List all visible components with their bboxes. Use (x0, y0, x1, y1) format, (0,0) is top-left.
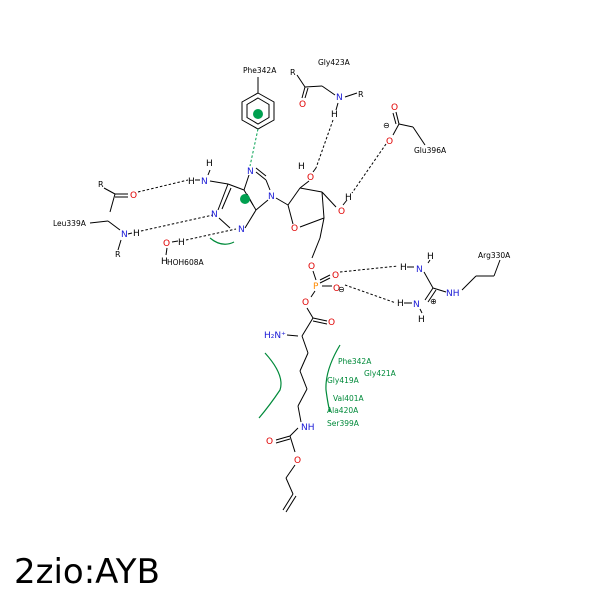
atom-o: O (291, 224, 298, 234)
residue-label-gly419: Gly419A (327, 376, 360, 385)
atom-n: N (211, 210, 218, 220)
atom-h: H (206, 159, 213, 169)
atom-o: O (307, 173, 314, 183)
phosphate-group: P O O ⊖ O (302, 265, 399, 319)
residue-label-hoh608: HOH608A (167, 258, 204, 267)
atom-o: O (391, 103, 398, 113)
residue-label-glu396: Glu396A (414, 146, 447, 155)
residue-label-phe342-top: Phe342A (243, 66, 277, 75)
hydrophobic-arc-hoh (209, 237, 235, 245)
pi-centroid-adenine (240, 194, 250, 204)
amino-acid-chain: O H₂N⁺ NH O O (264, 317, 335, 513)
pi-centroid (253, 109, 263, 119)
glu396-residue: O ⊖ O Glu396A (351, 103, 447, 194)
hbond-leu339-n (140, 214, 214, 232)
diagram-caption: 2zio:AYB (14, 552, 160, 592)
hbond-arg330-a (339, 265, 399, 273)
hbond-arg330-b (344, 284, 397, 304)
gly423-residue: Gly423A R O N R H (290, 58, 364, 169)
r-group: R (98, 180, 104, 189)
charge-plus: ⊕ (430, 297, 437, 306)
atom-h: H (427, 252, 434, 262)
hbond-hoh608 (185, 228, 237, 241)
atom-h: H (418, 315, 425, 325)
atom-o: O (294, 456, 301, 466)
atom-n: N (413, 300, 420, 310)
residue-label-val401: Val401A (333, 394, 365, 403)
atom-o: O (266, 437, 273, 447)
atom-h: H (331, 110, 338, 120)
r-group: R (290, 68, 296, 77)
atom-o: O (163, 239, 170, 249)
hbond-gly423 (315, 119, 334, 169)
atom-n: N (201, 177, 208, 187)
adenine-ring: H H N N N N N (188, 159, 289, 235)
atom-h: H (400, 263, 407, 273)
residue-label-ser399: Ser399A (327, 419, 360, 428)
residue-label-arg330: Arg330A (478, 251, 511, 260)
atom-nh: NH (301, 423, 315, 433)
residue-label-phe342-pocket: Phe342A (338, 357, 372, 366)
hydrophobic-arc-left (258, 352, 282, 419)
atom-o: O (338, 207, 345, 217)
arg330-residue: H H N NH Arg330A H N H ⊕ (397, 251, 511, 325)
ribose-ring: O O H O H O (287, 162, 352, 281)
atom-h: H (298, 162, 305, 172)
charge-minus: ⊖ (383, 121, 390, 130)
atom-o: O (333, 284, 340, 294)
residue-label-gly421: Gly421A (364, 369, 397, 378)
atom-h: H (345, 193, 352, 203)
residue-label-gly423: Gly423A (318, 58, 351, 67)
atom-h: H (133, 229, 140, 239)
phe342-top-residue: Phe342A (241, 66, 277, 167)
atom-h: H (397, 299, 404, 309)
r-group: R (115, 250, 121, 259)
residue-label-leu339: Leu339A (53, 219, 87, 228)
atom-o: O (130, 191, 137, 201)
charge-minus: ⊖ (338, 285, 345, 294)
atom-n: N (336, 93, 343, 103)
atom-h: H (178, 238, 185, 248)
atom-nh: NH (446, 289, 460, 299)
hbond-glu396 (351, 143, 387, 194)
atom-o: O (386, 137, 393, 147)
atom-o: O (332, 271, 339, 281)
pocket-residues: Phe342A Gly421A Gly419A Val401A Ala420A … (327, 357, 397, 428)
amine-plus: H₂N⁺ (264, 331, 286, 341)
leu339-residue: R O Leu339A N R H (53, 179, 214, 259)
hbond-leu339-o (137, 179, 189, 193)
atom-n: N (416, 265, 423, 275)
hoh608-water: O H H HOH608A (161, 228, 237, 267)
atom-n: N (121, 230, 128, 240)
atom-o: O (308, 262, 315, 272)
hydrophobic-arc-right (325, 344, 341, 413)
atom-p: P (313, 282, 319, 292)
atom-n: N (247, 167, 254, 177)
atom-n: N (238, 225, 245, 235)
atom-h: H (161, 257, 168, 267)
atom-n: N (268, 192, 275, 202)
atom-o: O (299, 100, 306, 110)
atom-o: O (328, 318, 335, 328)
pi-stack-line (249, 128, 259, 167)
r-group: R (358, 90, 364, 99)
residue-label-ala420: Ala420A (327, 406, 359, 415)
atom-h: H (188, 177, 195, 187)
atom-o: O (302, 298, 309, 308)
